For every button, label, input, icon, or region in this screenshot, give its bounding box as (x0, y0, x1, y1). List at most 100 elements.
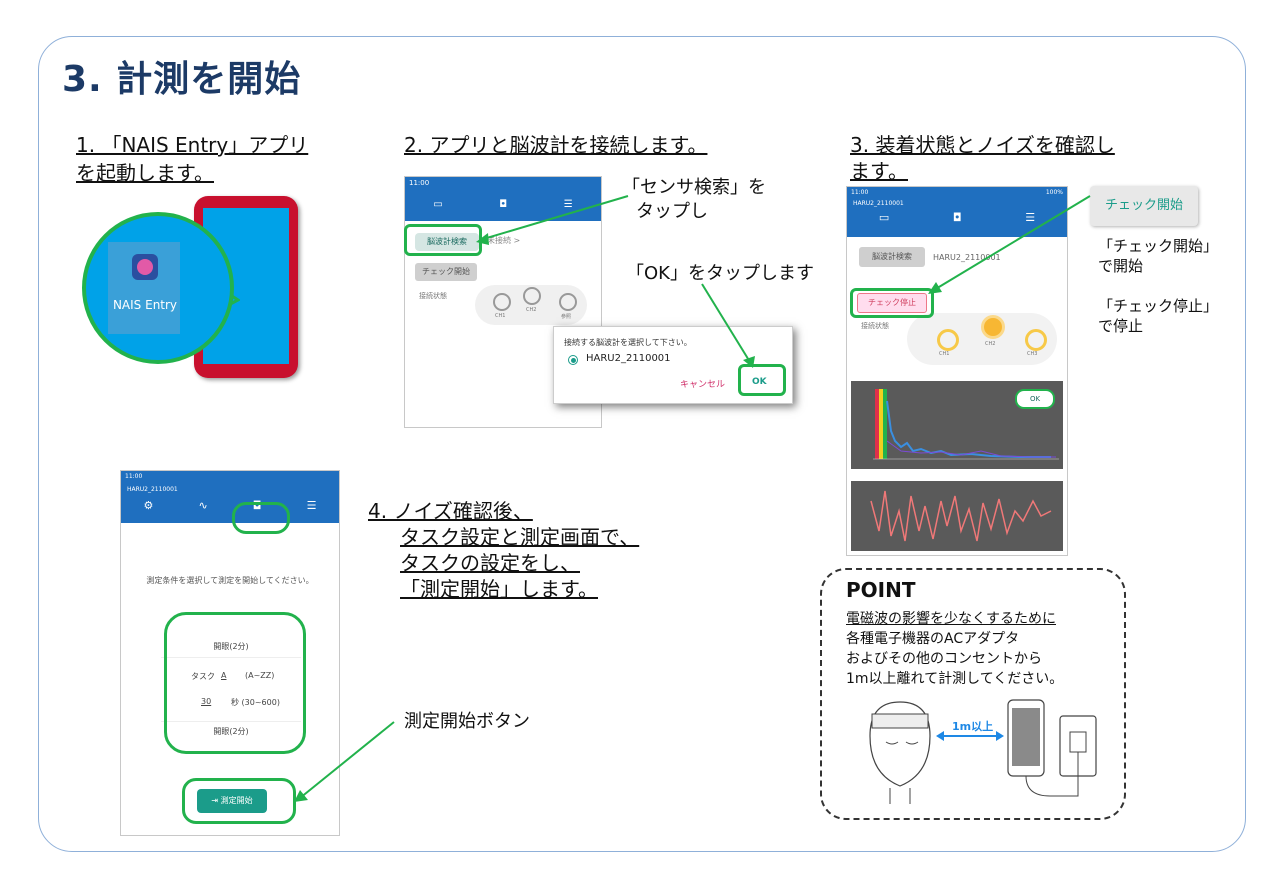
point-line1: 電磁波の影響を少なくするために (846, 611, 1056, 627)
list-icon[interactable]: ☰ (306, 499, 317, 512)
point-line3: およびその他のコンセントから (846, 651, 1042, 667)
person-icon[interactable]: ◘ (952, 211, 962, 224)
distance-label: 1m以上 (952, 720, 994, 733)
app-icon-tile[interactable]: NAIS Entry (110, 242, 180, 334)
eeg-wave-plot (870, 490, 1052, 542)
person-icon[interactable]: ◘ (499, 199, 508, 210)
electrode-label-ch1: CH1 (939, 351, 950, 357)
status-battery: 100% (1045, 189, 1063, 196)
dialog-prompt: 接続する脳波計を選択して下さい。 (564, 338, 692, 347)
electrode-label-ch2: CH2 (526, 307, 537, 313)
tablet-icon[interactable]: ▭ (878, 211, 890, 224)
note-start-line2: で開始 (1098, 257, 1144, 275)
electrode-ch2 (523, 287, 541, 305)
check-stop-highlight (850, 288, 934, 318)
callout-search-line2: タップし (636, 201, 708, 222)
measurement-instruction: 測定条件を選択して測定を開始してください。 (146, 576, 314, 585)
appbar-device-name: HARU2_2110001 (853, 200, 904, 207)
electrode-diagram: CH1 CH2 参照 (475, 285, 587, 325)
rest-block-1[interactable]: 開眼(2分) (161, 637, 301, 658)
dialog-cancel-button[interactable]: キャンセル (680, 380, 726, 390)
list-icon[interactable]: ☰ (563, 199, 573, 210)
note-stop-line2: で停止 (1098, 317, 1144, 335)
step3-arrow (928, 195, 1091, 294)
person-icon[interactable]: ◘ (252, 499, 262, 512)
electrode-ref (559, 293, 577, 311)
task-range: (A~ZZ) (245, 671, 275, 680)
electrode-label-ch3: CH3 (1027, 351, 1038, 357)
step3-heading-line2: ます。 (850, 159, 908, 183)
task-settings-highlight (164, 612, 306, 754)
connected-device-name: HARU2_2110001 (933, 253, 1001, 262)
appbar-device-name: HARU2_2110001 (127, 486, 178, 493)
enter-icon: ⇥ (211, 796, 221, 805)
connection-status-label: 接続状態 (419, 292, 447, 300)
smartphone-icon (1007, 699, 1045, 777)
device-option[interactable]: HARU2_2110001 (586, 353, 671, 364)
check-start-button-disabled[interactable]: チェック開始 (415, 263, 477, 281)
head-with-headband-icon (869, 701, 931, 804)
power-outlet-icon (1025, 715, 1097, 797)
eeg-wave-chart (851, 481, 1063, 551)
electrode-ch3 (1025, 329, 1047, 351)
note-stop-line1: 「チェック停止」 (1098, 297, 1219, 315)
seconds-value-input[interactable]: 30 (201, 697, 212, 706)
electrode-label-ref: 参照 (561, 314, 572, 320)
wave-icon[interactable]: ∿ (198, 499, 208, 512)
connection-status-label: 接続状態 (861, 322, 889, 330)
point-heading: POINT (846, 578, 916, 602)
electrode-label-ch1: CH1 (495, 313, 506, 319)
step3-screenshot: 11:00 100% HARU2_2110001 ▭ ◘ ☰ 脳波計検索 HAR… (846, 186, 1068, 556)
task-value-input[interactable]: A (221, 671, 227, 680)
electrode-ch1 (937, 329, 959, 351)
electrode-ch2 (981, 315, 1005, 339)
step4-line1: 4. ノイズ確認後、 (368, 499, 533, 523)
point-line2: 各種電子機器のACアダプタ (846, 631, 1020, 647)
step3-appbar: 11:00 100% HARU2_2110001 ▭ ◘ ☰ (847, 187, 1067, 237)
start-measurement-label: 測定開始 (220, 796, 253, 805)
brain-app-icon (132, 254, 158, 280)
step1-heading-line2: を起動します。 (76, 161, 214, 185)
settings-icon[interactable]: ⚙ (143, 499, 154, 512)
seconds-range: 秒 (30~600) (231, 698, 280, 707)
app-label: NAIS Entry (112, 298, 178, 312)
start-measurement-button[interactable]: ⇥ 測定開始 (197, 789, 267, 813)
sensor-search-button[interactable]: 脳波計検索 (415, 233, 479, 251)
electrode-label-ch2: CH2 (985, 341, 996, 347)
note-start-line1: 「チェック開始」 (1098, 237, 1219, 255)
spectrum-plot (873, 389, 1059, 460)
distance-illustration (869, 699, 1097, 804)
callout-search-line1: 「センサ検索」を (622, 177, 766, 198)
tablet-icon[interactable]: ▭ (433, 199, 443, 210)
phone-illustration (194, 196, 298, 378)
step2-heading: 2. アプリと脳波計を接続します。 (404, 133, 708, 157)
point-line4: 1m以上離れて計測してください。 (846, 671, 1064, 687)
check-start-chip[interactable]: チェック開始 (1090, 186, 1198, 226)
step4-arrow (294, 721, 395, 802)
step4-line4: 「測定開始」します。 (400, 577, 598, 601)
device-radio[interactable] (568, 355, 578, 365)
point-box (820, 568, 1126, 820)
person-tab-highlight (232, 502, 290, 534)
chart-ok-button[interactable]: OK (1015, 389, 1055, 409)
rest-block-2[interactable]: 開眼(2分) (161, 721, 301, 742)
start-button-highlight (182, 778, 296, 824)
sensor-search-button[interactable]: 脳波計検索 (859, 247, 925, 267)
list-icon[interactable]: ☰ (1025, 211, 1036, 224)
ok-button-highlight (738, 364, 786, 396)
status-time: 11:00 (851, 189, 869, 196)
step4-line3: タスクの設定をし、 (400, 551, 580, 575)
step4-appbar: 11:00 HARU2_2110001 ⚙ ∿ ◘ ☰ (121, 471, 339, 523)
task-label: タスク (191, 672, 215, 681)
step1-heading-line1: 1. 「NAIS Entry」アプリ (76, 133, 309, 157)
step2-arrows (476, 195, 755, 368)
dialog-ok-button[interactable]: OK (752, 377, 767, 387)
step3-heading-line1: 3. 装着状態とノイズを確認し (850, 133, 1115, 157)
step4-line2: タスク設定と測定画面で、 (400, 525, 640, 549)
callout-ok: 「OK」をタップします (626, 263, 814, 284)
page-title: 3. 計測を開始 (62, 59, 302, 100)
check-stop-button[interactable]: チェック停止 (857, 293, 927, 313)
start-button-callout: 測定開始ボタン (404, 711, 530, 732)
not-connected-status: 未接続 > (487, 236, 521, 245)
electrode-diagram: CH1 CH2 CH3 (907, 313, 1057, 365)
